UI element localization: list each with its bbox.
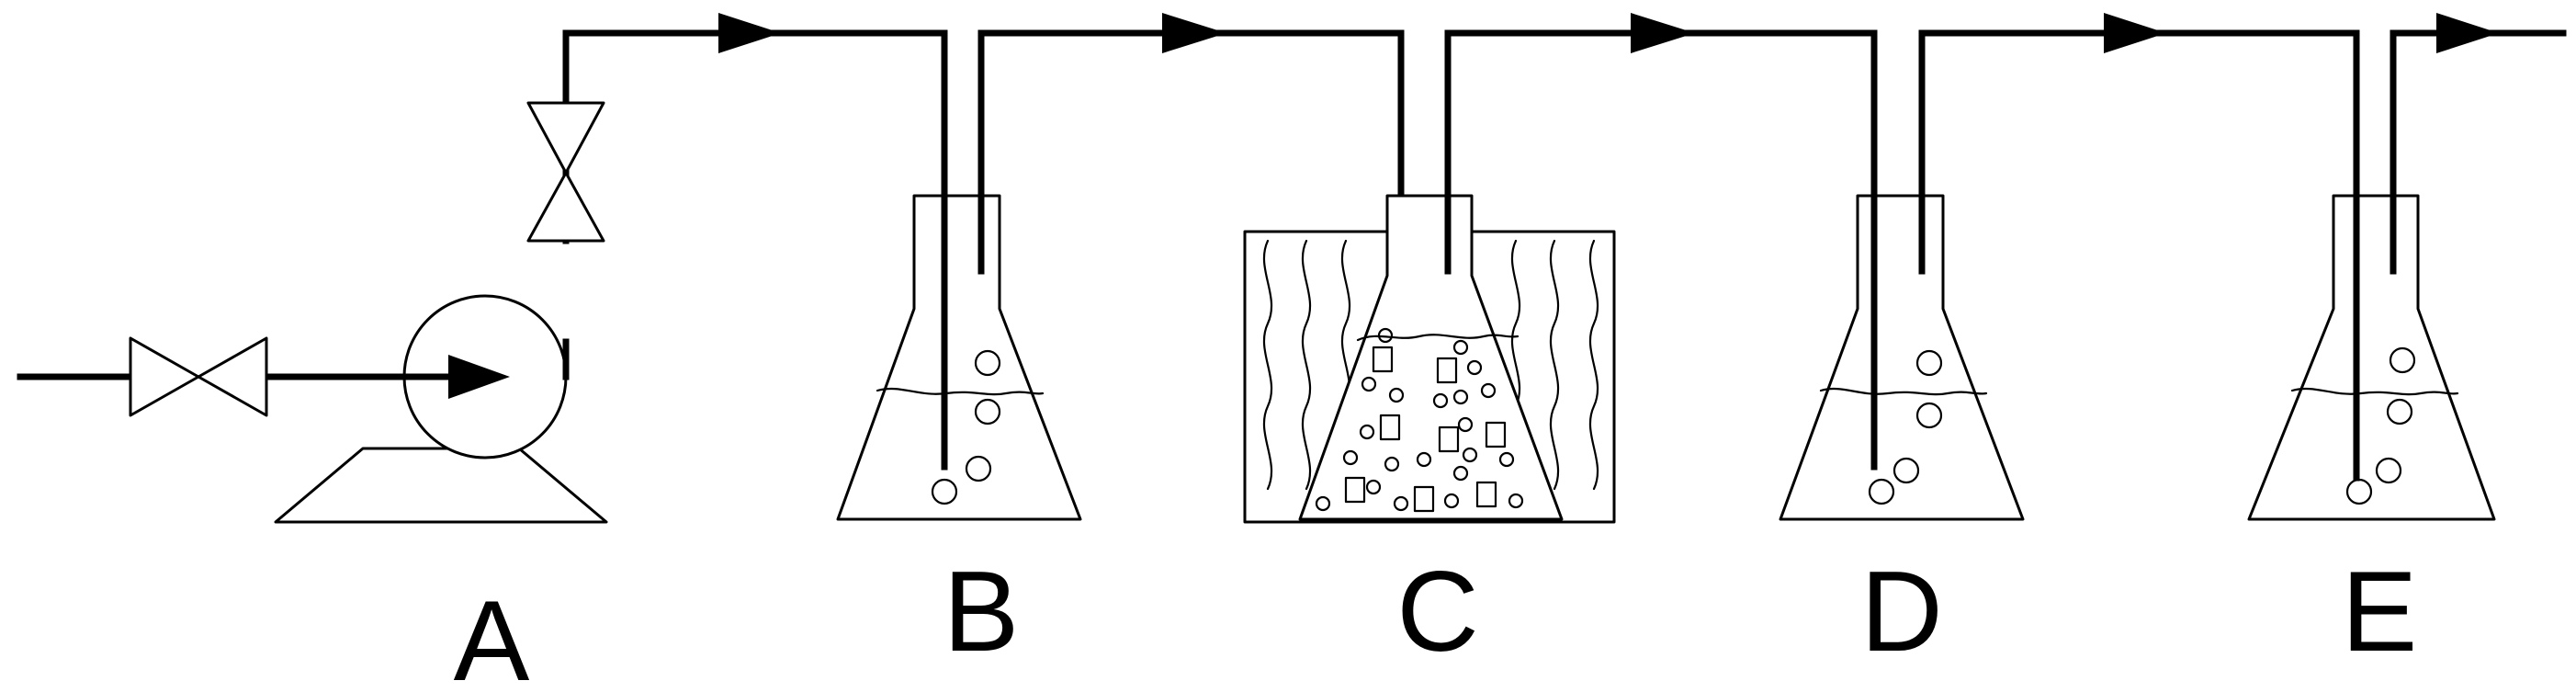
- bubble: [1915, 349, 1943, 377]
- bubble: [1915, 402, 1943, 429]
- flask-e: [2247, 194, 2496, 521]
- riser-pipe: [562, 29, 720, 380]
- bubble: [974, 349, 1001, 377]
- flow-arrow-5: [2436, 13, 2499, 53]
- liquid-surface: [2290, 387, 2459, 396]
- flow-arrow-2: [1162, 13, 1226, 53]
- bubble: [965, 455, 992, 482]
- flask-b: [836, 194, 1082, 521]
- bubble: [2345, 478, 2373, 505]
- flow-arrow-1: [718, 13, 781, 53]
- label-c: C: [1396, 549, 1479, 675]
- pump-a: [274, 294, 608, 524]
- label-b: B: [943, 549, 1020, 675]
- bubbles: [1315, 327, 1524, 512]
- header-pipe-3: [1444, 13, 1878, 471]
- liquid-surface: [876, 387, 1045, 396]
- bubble: [2389, 346, 2416, 374]
- header-pipe-1: [713, 13, 948, 471]
- liquid-surface: [1356, 334, 1520, 342]
- bubble: [2375, 457, 2402, 484]
- label-a: A: [454, 578, 530, 692]
- inlet-valve: [129, 336, 268, 417]
- bubble: [974, 398, 1001, 425]
- flask-c-bath: [1243, 194, 1616, 524]
- label-e: E: [2342, 549, 2418, 675]
- bubble: [1892, 457, 1920, 484]
- pump-base: [274, 447, 608, 524]
- liquid-surface: [1819, 387, 1988, 396]
- label-d: D: [1860, 549, 1943, 675]
- header-pipe-2: [977, 13, 1405, 390]
- flow-arrow-3: [1631, 13, 1695, 53]
- outlet-pipe: [2390, 13, 2567, 275]
- bubble: [2386, 398, 2413, 425]
- flask-d: [1779, 194, 2025, 521]
- solid-particles: [1344, 346, 1507, 513]
- header-pipe-4: [1918, 13, 2360, 482]
- flask-c: [1298, 194, 1564, 521]
- pump-direction-arrow: [448, 355, 510, 399]
- bubble: [931, 478, 958, 505]
- bubble: [1868, 478, 1895, 505]
- outlet-valve: [526, 101, 605, 243]
- flow-arrow-4: [2104, 13, 2166, 53]
